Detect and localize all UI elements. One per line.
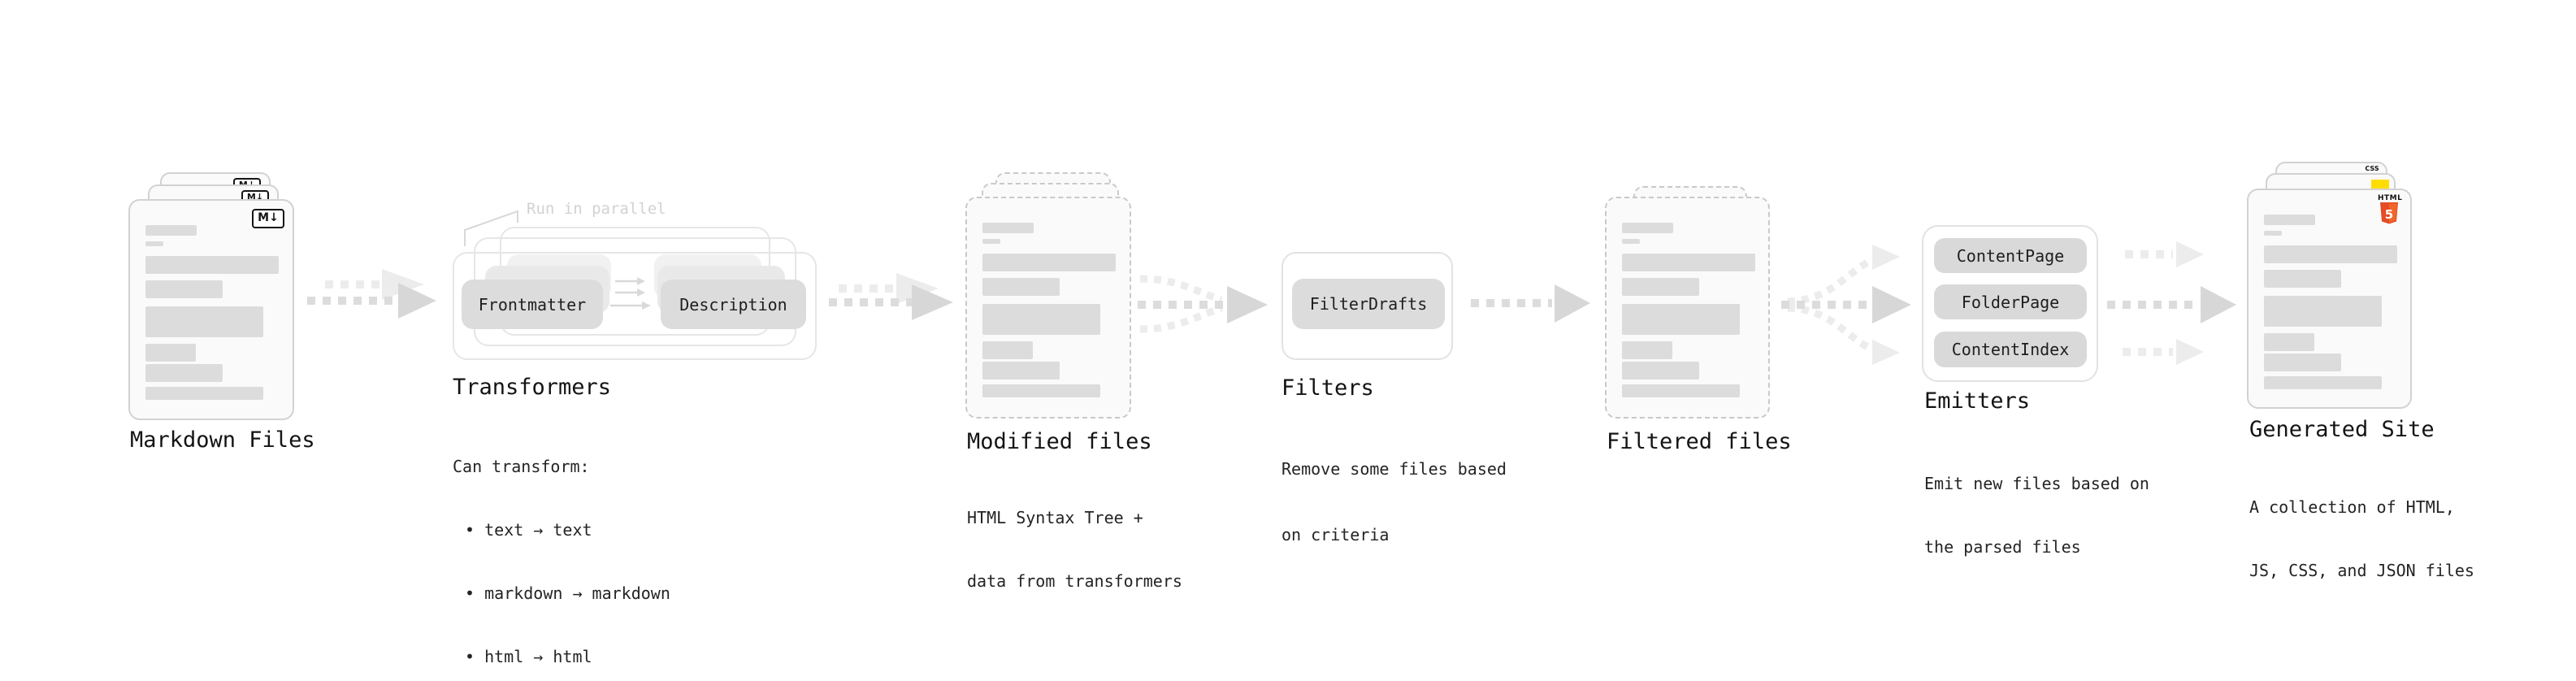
transform-item: • markdown → markdown xyxy=(465,583,670,603)
emitter-folderpage-pill: FolderPage xyxy=(1934,284,2087,319)
desc-line: Remove some files based xyxy=(1281,459,1507,479)
transformer-frontmatter-pill: Frontmatter xyxy=(462,280,603,329)
desc-line: Emit new files based on xyxy=(1924,474,2149,493)
emitter-contentindex-pill: ContentIndex xyxy=(1934,332,2087,367)
arrow-filtered-to-emitters-fanout xyxy=(1781,245,1911,365)
desc-line: JS, CSS, and JSON files xyxy=(2249,561,2474,580)
filters-title: Filters xyxy=(1281,375,1374,401)
desc-line: HTML Syntax Tree + xyxy=(967,508,1143,527)
arrow-filters-to-filtered xyxy=(1471,284,1590,323)
desc-line: on criteria xyxy=(1281,525,1390,544)
transform-item: • html → html xyxy=(465,647,592,666)
filtered-files-title: Filtered files xyxy=(1607,429,1792,454)
transformer-step-arrows xyxy=(610,277,651,310)
emitter-contentpage-label: ContentPage xyxy=(1956,245,2065,266)
transformer-frontmatter-label: Frontmatter xyxy=(478,294,587,314)
filter-drafts-label: FilterDrafts xyxy=(1309,294,1428,314)
run-in-parallel-annotation: Run in parallel xyxy=(527,200,666,218)
emitter-contentpage-pill: ContentPage xyxy=(1934,238,2087,273)
emitters-description: Emit new files based on the parsed files xyxy=(1924,431,2149,600)
doc-content-bars xyxy=(130,201,293,419)
run-in-parallel-callout-line xyxy=(464,210,518,246)
generated-site-description: A collection of HTML, JS, CSS, and JSON … xyxy=(2249,454,2474,623)
transform-item: • text → text xyxy=(465,520,592,540)
desc-line: data from transformers xyxy=(967,571,1182,591)
html5-number: 5 xyxy=(2385,207,2393,222)
modified-files-title: Modified files xyxy=(967,429,1152,454)
modified-files-description: HTML Syntax Tree + data from transformer… xyxy=(967,465,1182,634)
emitter-contentindex-label: ContentIndex xyxy=(1951,340,2070,359)
generated-file-card-front-html: HTML 5 xyxy=(2247,189,2412,409)
doc-content-bars xyxy=(2249,190,2410,407)
transformers-title: Transformers xyxy=(453,375,612,400)
modified-file-card-front xyxy=(965,197,1131,419)
transformer-description-pill: Description xyxy=(661,280,806,329)
desc-line: A collection of HTML, xyxy=(2249,497,2455,517)
transformers-description: Can transform: • text → text • markdown … xyxy=(453,414,670,681)
emitters-title: Emitters xyxy=(1924,388,2031,414)
desc-line: the parsed files xyxy=(1924,537,2081,557)
generated-site-title: Generated Site xyxy=(2249,417,2435,442)
emitter-folderpage-label: FolderPage xyxy=(1961,292,2060,312)
arrow-markdown-to-transformers xyxy=(307,269,436,319)
filter-drafts-pill: FilterDrafts xyxy=(1292,279,1445,329)
arrow-modified-to-filters-merge xyxy=(1138,275,1268,333)
arrow-emitters-to-generated xyxy=(2107,241,2236,365)
html5-shield: 5 xyxy=(2380,202,2398,224)
html5-icon: HTML 5 xyxy=(2378,194,2403,228)
markdown-files-title: Markdown Files xyxy=(130,427,315,453)
filters-box xyxy=(1281,252,1453,360)
js-file-icon xyxy=(2371,180,2389,189)
transformer-layer-front xyxy=(453,252,817,360)
markdown-icon: M↓ xyxy=(252,209,284,228)
filters-description: Remove some files based on criteria xyxy=(1281,414,1507,590)
css-icon-label: CSS xyxy=(2365,165,2379,172)
markdown-file-card-front: M↓ xyxy=(128,199,294,420)
transformer-description-label: Description xyxy=(679,294,787,314)
doc-content-bars xyxy=(967,198,1130,417)
can-transform-heading: Can transform: xyxy=(453,457,590,476)
arrow-transformers-to-modified xyxy=(829,273,953,320)
emitters-box xyxy=(1922,225,2098,382)
filtered-file-card-front xyxy=(1605,197,1770,419)
doc-content-bars xyxy=(1607,198,1768,417)
html5-icon-label: HTML xyxy=(2378,194,2403,202)
